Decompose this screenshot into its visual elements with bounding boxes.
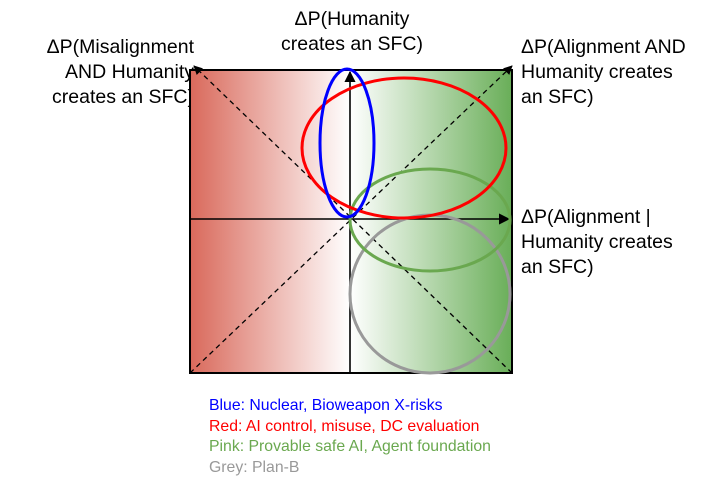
axis-label-line: an SFC) <box>521 256 594 278</box>
diagonal-up-right <box>189 65 513 374</box>
axis-label-humanity-sfc: ΔP(Humanity creates an SFC) <box>262 7 442 57</box>
legend-item-blue: Blue: Nuclear, Bioweapon X-risks <box>209 397 443 414</box>
alignment-region <box>350 70 512 373</box>
axis-label-line: ΔP(Misalignment <box>46 36 194 58</box>
axis-label-line: AND Humanity <box>65 61 194 83</box>
legend-item-green: Pink: Provable safe AI, Agent foundation <box>209 438 491 455</box>
legend: Blue: Nuclear, Bioweapon X-risks Red: AI… <box>209 396 491 478</box>
green-ellipse-provable-safe-ai <box>348 167 512 273</box>
legend-item-red: Red: AI control, misuse, DC evaluation <box>209 417 480 435</box>
axis-label-line: Humanity creates <box>521 61 673 83</box>
axis-label-line: ΔP(Alignment | <box>521 206 651 228</box>
axis-label-line: creates an SFC) <box>281 33 423 55</box>
red-ellipse-ai-control <box>300 76 508 220</box>
misalignment-region <box>190 70 350 373</box>
axis-label-alignment-and-sfc: ΔP(Alignment AND Humanity creates an SFC… <box>521 35 721 110</box>
axis-label-line: ΔP(Humanity <box>294 8 410 30</box>
axis-label-line: ΔP(Alignment AND <box>521 36 686 58</box>
axis-label-misalignment-and-sfc: ΔP(Misalignment AND Humanity creates an … <box>0 35 194 110</box>
blue-ellipse-nuclear-bio <box>318 67 376 219</box>
axis-label-alignment-given-sfc: ΔP(Alignment | Humanity creates an SFC) <box>521 205 721 280</box>
diagonal-up-left <box>193 65 513 374</box>
axis-label-line: an SFC) <box>521 86 594 108</box>
legend-item-grey: Grey: Plan-B <box>209 458 300 476</box>
axis-label-line: Humanity creates <box>521 231 673 253</box>
axis-label-line: creates an SFC) <box>52 86 194 108</box>
